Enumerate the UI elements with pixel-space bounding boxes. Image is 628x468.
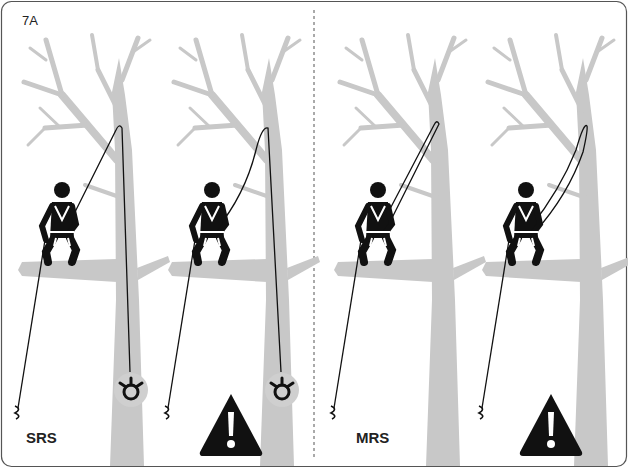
anchor-device: [265, 373, 299, 407]
tree: [482, 35, 628, 466]
rope-knot: [15, 406, 19, 419]
climber: [506, 182, 540, 262]
climber: [42, 182, 76, 262]
rope-knot: [479, 406, 483, 419]
climber: [192, 182, 226, 262]
tree: [18, 35, 170, 466]
system-label: MRS: [356, 430, 389, 447]
panel-divider: [314, 10, 315, 460]
figure-number: 7A: [22, 14, 38, 28]
rope-knot: [165, 406, 169, 419]
tree: [168, 35, 320, 466]
rope-knot: [331, 406, 335, 419]
anchor-device: [114, 373, 148, 407]
tree: [334, 35, 486, 466]
system-label: SRS: [26, 430, 57, 447]
warning-sign: [200, 394, 262, 456]
warning-sign: [520, 394, 582, 456]
ropes: [18, 122, 587, 408]
climber: [358, 182, 392, 262]
